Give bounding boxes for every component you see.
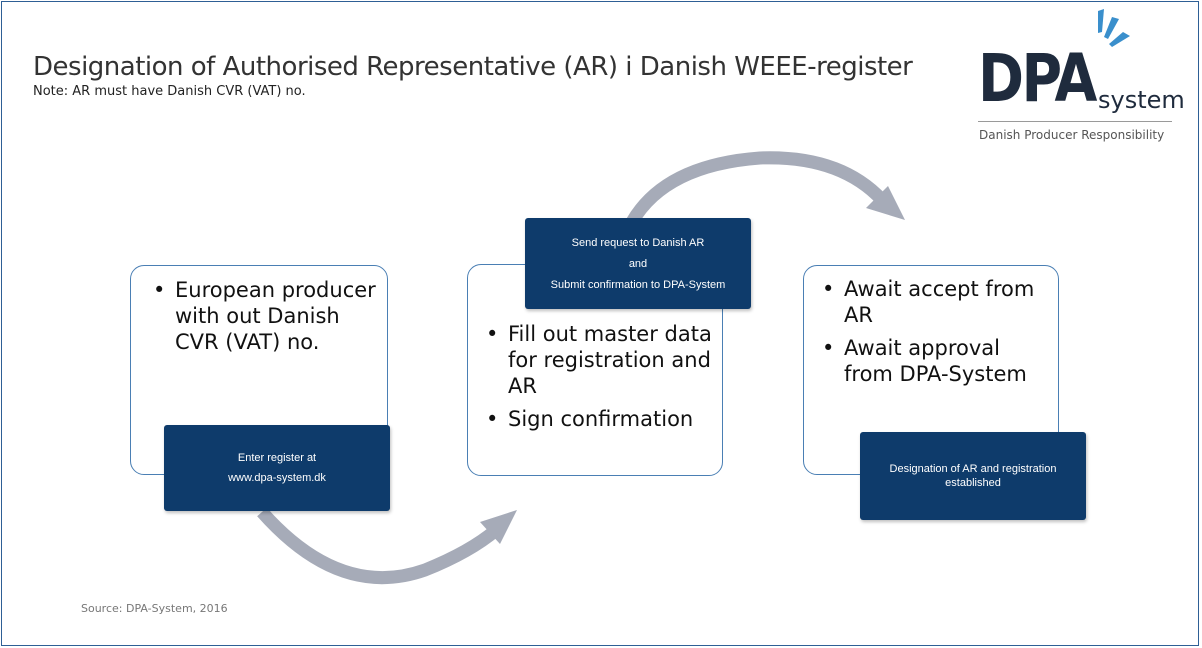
step1-action-line-1: Enter register at [237,452,317,464]
step3-action-box: Designation of AR and registration estab… [860,432,1086,520]
step1-action-box: Enter register at www.dpa-system.dk [164,425,390,511]
step2-action-line-3: Submit confirmation to DPA-System [550,278,726,291]
logo-tagline: Danish Producer Responsibility [979,128,1165,142]
slide-title: Designation of Authorised Representative… [33,52,913,82]
logo-wordmark: DPA [978,40,1097,117]
step2-action-box: Send request to Danish AR and Submit con… [525,218,751,309]
step3-bullet-1: Await accept from AR [822,276,1050,328]
step2-bullet-2: Sign confirmation [486,406,714,432]
step3-action-line-1: Designation of AR and registration estab… [889,463,1057,489]
step2-action-line-1: Send request to Danish AR [571,236,705,249]
arrow-step2-to-step3 [626,151,905,226]
arrow-step1-to-step2 [257,507,517,585]
step1-bullet-1: European producer with out Danish CVR (V… [153,277,377,355]
logo-subtitle: system [1098,86,1185,114]
source-note: Source: DPA-System, 2016 [81,602,228,615]
step2-action-line-2: and [628,257,648,270]
step2-bullet-1: Fill out master data for registration an… [486,321,714,399]
step1-action-line-2: www.dpa-system.dk [228,472,326,484]
logo-rays-icon [1098,9,1130,47]
step3-bullet-2: Await approval from DPA-System [822,335,1050,387]
slide-note: Note: AR must have Danish CVR (VAT) no. [33,84,306,99]
logo-divider [978,121,1172,122]
